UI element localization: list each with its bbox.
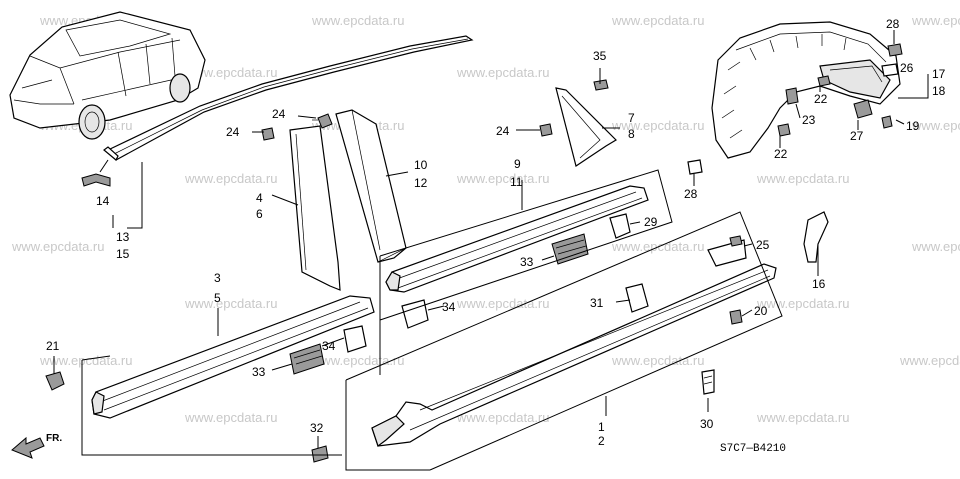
callout-30: 30 [700,417,714,431]
callout-29: 29 [644,215,658,229]
callout-24c: 24 [496,124,510,138]
callout-26: 26 [900,61,914,75]
callout-12: 12 [414,176,428,190]
callout-35: 35 [593,49,607,63]
watermark: www.epcdata.ru [311,13,405,28]
callout-21: 21 [46,339,60,353]
clip-14 [81,159,111,187]
watermark: www.epcdata.ru [911,13,960,28]
watermark: www.epcdata.ru [611,239,705,254]
callout-18: 18 [932,84,946,98]
callout-34b: 34 [322,339,336,353]
callout-22a: 22 [814,92,828,106]
callout-22b: 22 [774,147,788,161]
callout-33a: 33 [520,255,534,269]
callout-14: 14 [96,194,110,208]
callout-4: 4 [256,191,263,205]
callout-10: 10 [414,158,428,172]
callout-13: 13 [116,230,130,244]
watermark: www.epcdata.ru [911,118,960,133]
watermark: www.epcdata.ru [456,171,550,186]
callout-25: 25 [756,238,770,252]
watermark: www.epcdata.ru [611,13,705,28]
door-molding-rear [385,185,649,293]
roof-molding [103,35,474,161]
callout-11: 11 [510,175,523,189]
watermark: www.epcdata.ru [11,239,105,254]
callout-20: 20 [754,304,768,318]
callout-24b: 24 [226,125,240,139]
door-molding-front [91,295,375,419]
callout-27: 27 [850,129,864,143]
front-direction-label: FR. [46,433,62,444]
watermark-layer: www.epcdata.ru www.epcdata.ru www.epcdat… [11,13,960,425]
callout-7: 7 [628,111,635,125]
callout-17: 17 [932,67,946,81]
leader-lines [53,30,929,471]
watermark: www.epcdata.ru [184,171,278,186]
watermark: www.epcdata.ru [184,65,278,80]
watermark: www.epcdata.ru [911,239,960,254]
watermark: www.epcdata.ru [456,410,550,425]
watermark: www.epcdata.ru [456,296,550,311]
callout-labels: 1 2 3 5 4 6 7 8 9 11 10 12 13 15 14 16 1… [46,17,946,448]
side-sill-garnish [371,263,777,447]
watermark: www.epcdata.ru [184,296,278,311]
callout-15: 15 [116,247,130,261]
callout-28b: 28 [684,187,698,201]
watermark: www.epcdata.ru [456,65,550,80]
corner-garnish-7-8 [555,87,617,167]
callout-23: 23 [802,113,816,127]
watermark: www.epcdata.ru [899,353,960,368]
callout-8: 8 [628,127,635,141]
callout-2: 2 [598,434,605,448]
watermark: www.epcdata.ru [756,171,850,186]
callout-24a: 24 [272,107,286,121]
watermark: www.epcdata.ru [611,118,705,133]
callout-34a: 34 [442,300,456,314]
pillar-garnish-4-6 [289,125,341,291]
front-direction-arrow: FR. [11,433,62,459]
watermark: www.epcdata.ru [311,353,405,368]
callout-16: 16 [812,277,826,291]
watermark: www.epcdata.ru [756,410,850,425]
callout-31: 31 [590,296,604,310]
watermark: www.epcdata.ru [756,296,850,311]
callout-32: 32 [310,421,324,435]
callout-6: 6 [256,207,263,221]
callout-5: 5 [214,291,221,305]
watermark: www.epcdata.ru [184,410,278,425]
callout-9: 9 [514,157,521,171]
callout-19: 19 [906,119,920,133]
watermark: www.epcdata.ru [39,353,133,368]
callout-28a: 28 [886,17,900,31]
van-illustration [9,11,206,140]
watermark: www.epcdata.ru [611,353,705,368]
callout-1: 1 [598,420,605,434]
diagram-code: S7C7—B4210 [720,443,786,455]
mudguard-16 [803,211,829,263]
fender-liner [711,21,901,159]
callout-3: 3 [214,271,221,285]
callout-33b: 33 [252,365,266,379]
fasteners [45,43,903,463]
